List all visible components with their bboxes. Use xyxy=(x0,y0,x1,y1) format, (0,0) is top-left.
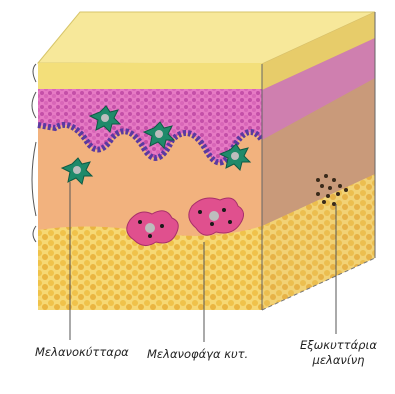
label-melanocytes: Μελανοκύτταρα xyxy=(35,345,129,359)
label-melanophages: Μελανοφάγα κυτ. xyxy=(147,347,248,361)
nucleus xyxy=(101,114,109,122)
melanophage-nucleus xyxy=(209,211,219,221)
stratum-corneum xyxy=(38,63,262,89)
nucleus xyxy=(231,152,239,160)
nucleus xyxy=(155,130,163,138)
label-extracellular-line2: μελανίνη xyxy=(300,353,377,368)
label-extracellular-melanin: Εξωκυττάρια μελανίνη xyxy=(300,338,377,368)
layer-braces xyxy=(32,64,36,242)
label-extracellular-line1: Εξωκυττάρια xyxy=(300,338,377,353)
nucleus xyxy=(73,166,81,174)
melanophage-nucleus xyxy=(145,223,155,233)
